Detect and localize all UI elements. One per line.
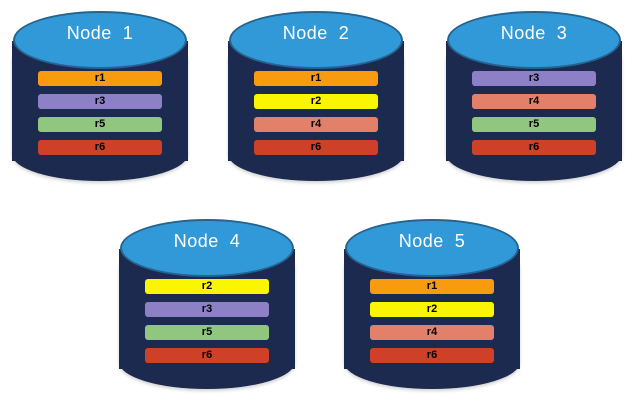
replica-bar[interactable]: r5 bbox=[472, 117, 596, 132]
cylinder-top-ellipse bbox=[13, 11, 187, 69]
node-label: Node 2 bbox=[282, 23, 350, 43]
replica-bar[interactable]: r5 bbox=[145, 325, 269, 340]
replica-bar[interactable]: r2 bbox=[254, 94, 378, 109]
cylinder-top-ellipse bbox=[229, 11, 403, 69]
replica-bar[interactable]: r5 bbox=[38, 117, 162, 132]
database-node-2[interactable]: Node 2 r1 r2 r4 r6 bbox=[228, 5, 404, 190]
replica-bar[interactable]: r6 bbox=[254, 140, 378, 155]
cylinder-top-ellipse bbox=[345, 219, 519, 277]
replica-list: r3 r4 r5 r6 bbox=[472, 71, 596, 155]
database-node-4[interactable]: Node 4 r2 r3 r5 r6 bbox=[119, 213, 295, 398]
cylinder-top-ellipse bbox=[120, 219, 294, 277]
replica-list: r2 r3 r5 r6 bbox=[145, 279, 269, 363]
cylinder-top-ellipse bbox=[447, 11, 621, 69]
replica-bar[interactable]: r4 bbox=[370, 325, 494, 340]
replica-bar[interactable]: r6 bbox=[38, 140, 162, 155]
replica-bar[interactable]: r1 bbox=[370, 279, 494, 294]
replica-bar[interactable]: r2 bbox=[370, 302, 494, 317]
replica-list: r1 r3 r5 r6 bbox=[38, 71, 162, 155]
node-label: Node 4 bbox=[173, 231, 241, 251]
database-node-5[interactable]: Node 5 r1 r2 r4 r6 bbox=[344, 213, 520, 398]
replica-bar[interactable]: r4 bbox=[472, 94, 596, 109]
node-label: Node 3 bbox=[500, 23, 568, 43]
database-node-1[interactable]: Node 1 r1 r3 r5 r6 bbox=[12, 5, 188, 190]
replica-bar[interactable]: r6 bbox=[370, 348, 494, 363]
node-label: Node 5 bbox=[398, 231, 466, 251]
replica-list: r1 r2 r4 r6 bbox=[254, 71, 378, 155]
replica-bar[interactable]: r1 bbox=[38, 71, 162, 86]
database-node-3[interactable]: Node 3 r3 r4 r5 r6 bbox=[446, 5, 622, 190]
replica-bar[interactable]: r4 bbox=[254, 117, 378, 132]
replica-bar[interactable]: r3 bbox=[38, 94, 162, 109]
replica-list: r1 r2 r4 r6 bbox=[370, 279, 494, 363]
replica-bar[interactable]: r6 bbox=[145, 348, 269, 363]
replica-bar[interactable]: r3 bbox=[472, 71, 596, 86]
replica-bar[interactable]: r2 bbox=[145, 279, 269, 294]
replica-bar[interactable]: r3 bbox=[145, 302, 269, 317]
replica-bar[interactable]: r1 bbox=[254, 71, 378, 86]
replica-bar[interactable]: r6 bbox=[472, 140, 596, 155]
node-label: Node 1 bbox=[66, 23, 134, 43]
